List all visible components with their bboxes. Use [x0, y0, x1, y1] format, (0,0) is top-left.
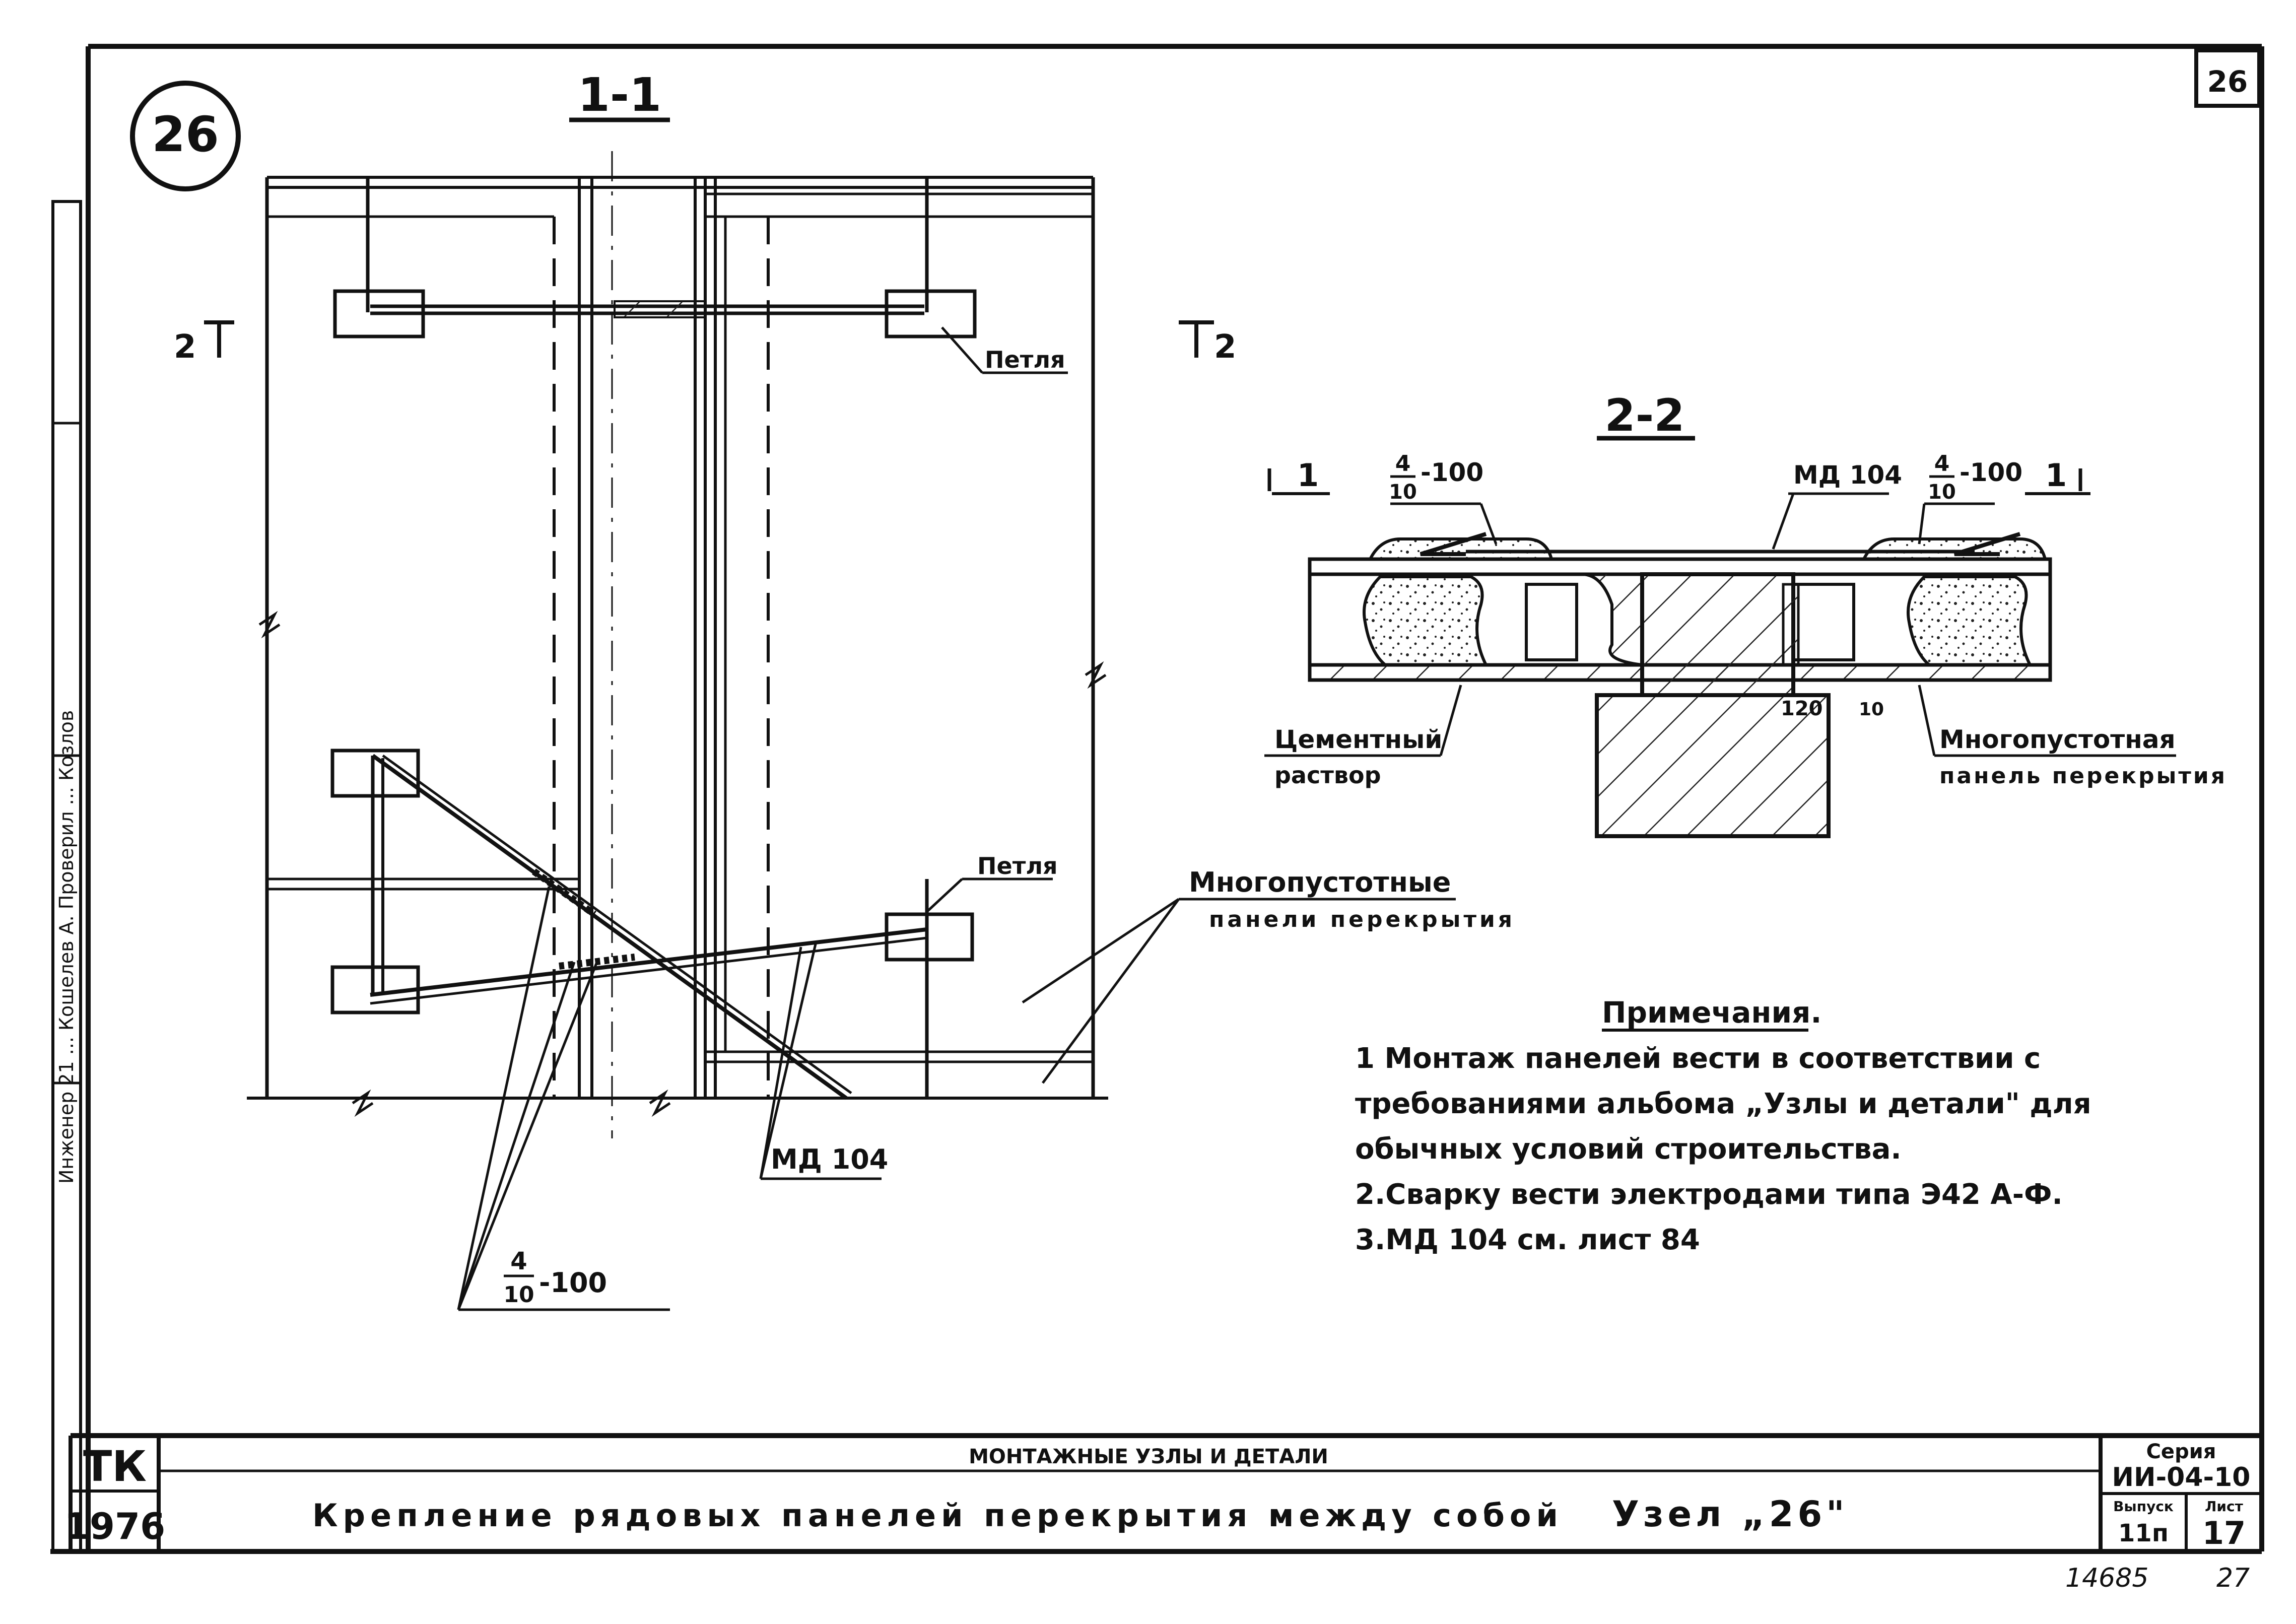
label-loop-mid: Петля: [977, 852, 1058, 879]
year: 1976: [64, 1505, 165, 1547]
label-rebar-left-tail-22: -100: [1421, 458, 1483, 487]
note-line-2: требованиями альбома „Узлы и детали" для: [1355, 1088, 2091, 1120]
title-main: Крепление рядовых панелей перекрытия меж…: [312, 1497, 1563, 1534]
label-mortar-line1: Цементный: [1274, 725, 1442, 754]
label-rebar-right-tail-22: -100: [1960, 458, 2022, 487]
org-code: ТК: [83, 1442, 147, 1491]
title-subtitle: МОНТАЖНЫЕ УЗЛЫ И ДЕТАЛИ: [969, 1445, 1328, 1468]
label-rebar-num-plan: 4: [510, 1247, 527, 1275]
series-label: Серия: [2146, 1440, 2216, 1463]
label-rebar-left-num-22: 4: [1395, 451, 1411, 477]
label-panel-line1: Многопустотная: [1939, 725, 2176, 754]
label-rebar-tail-plan: -100: [539, 1267, 607, 1299]
side-stamp-text: Инженер 21 ... Кошелев А. Проверил ... К…: [55, 710, 78, 1184]
label-mortar-line2: раствор: [1274, 762, 1381, 789]
dim-10: 10: [1859, 699, 1884, 720]
note-line-3: обычных условий строительства.: [1355, 1133, 1902, 1166]
title-block: ТК 1976 МОНТАЖНЫЕ УЗЛЫ И ДЕТАЛИ Креплени…: [64, 1433, 2262, 1551]
note-line-5: 3.МД 104 см. лист 84: [1355, 1224, 1700, 1256]
label-rebar-right-num-22: 4: [1934, 451, 1950, 477]
title-node-label: Узел „26": [1612, 1494, 1849, 1535]
note-line-1: 1 Монтаж панелей вести в соответствии с: [1355, 1042, 2041, 1075]
sheet-label: Лист: [2205, 1498, 2243, 1515]
label-panels-line1: Многопустотные: [1189, 866, 1451, 898]
section-1-1-title: 1-1: [578, 68, 661, 122]
sheet-value: 17: [2202, 1515, 2246, 1551]
label-loop-top: Петля: [985, 346, 1065, 373]
section-2-2-title: 2-2: [1605, 389, 1685, 441]
notes-heading: Примечания.: [1602, 995, 1821, 1030]
node-badge: 26: [130, 81, 241, 191]
issue-label: Выпуск: [2113, 1498, 2174, 1515]
label-panel-line2: панель перекрытия: [1939, 763, 2227, 789]
section-1-1: 1-1 2: [174, 68, 1515, 1311]
issue-value: 11п: [2118, 1519, 2169, 1547]
cut-mark-2-right: 2: [1214, 328, 1237, 366]
label-rebar-den-plan: 10: [503, 1282, 534, 1308]
label-panels-line2: панели перекрытия: [1209, 907, 1515, 932]
sheet-corner-number: 26: [2207, 64, 2248, 99]
cut-mark-1-left: 1: [1297, 457, 1319, 494]
label-rebar-left-den-22: 10: [1389, 481, 1417, 504]
label-md-104-plan: МД 104: [771, 1143, 888, 1175]
label-md-104-section: МД 104: [1793, 460, 1902, 490]
label-rebar-right-den-22: 10: [1928, 481, 1956, 504]
section-2-2: 2-2 1 1 4 10 -100: [1264, 389, 2227, 838]
cut-mark-2-left: 2: [174, 328, 196, 366]
series-value: ИИ-04-10: [2112, 1462, 2251, 1493]
bottom-number-right: 27: [2216, 1563, 2250, 1593]
node-badge-number: 26: [152, 106, 219, 163]
note-line-4: 2.Сварку вести электродами типа Э42 А-Ф.: [1355, 1178, 2063, 1211]
dim-120: 120: [1781, 697, 1823, 720]
notes-block: Примечания. 1 Монтаж панелей вести в соо…: [1355, 995, 2091, 1256]
sheet-frame: [50, 44, 2264, 1554]
cut-mark-1-right: 1: [2045, 457, 2067, 494]
bottom-number-left: 14685: [2065, 1563, 2148, 1593]
